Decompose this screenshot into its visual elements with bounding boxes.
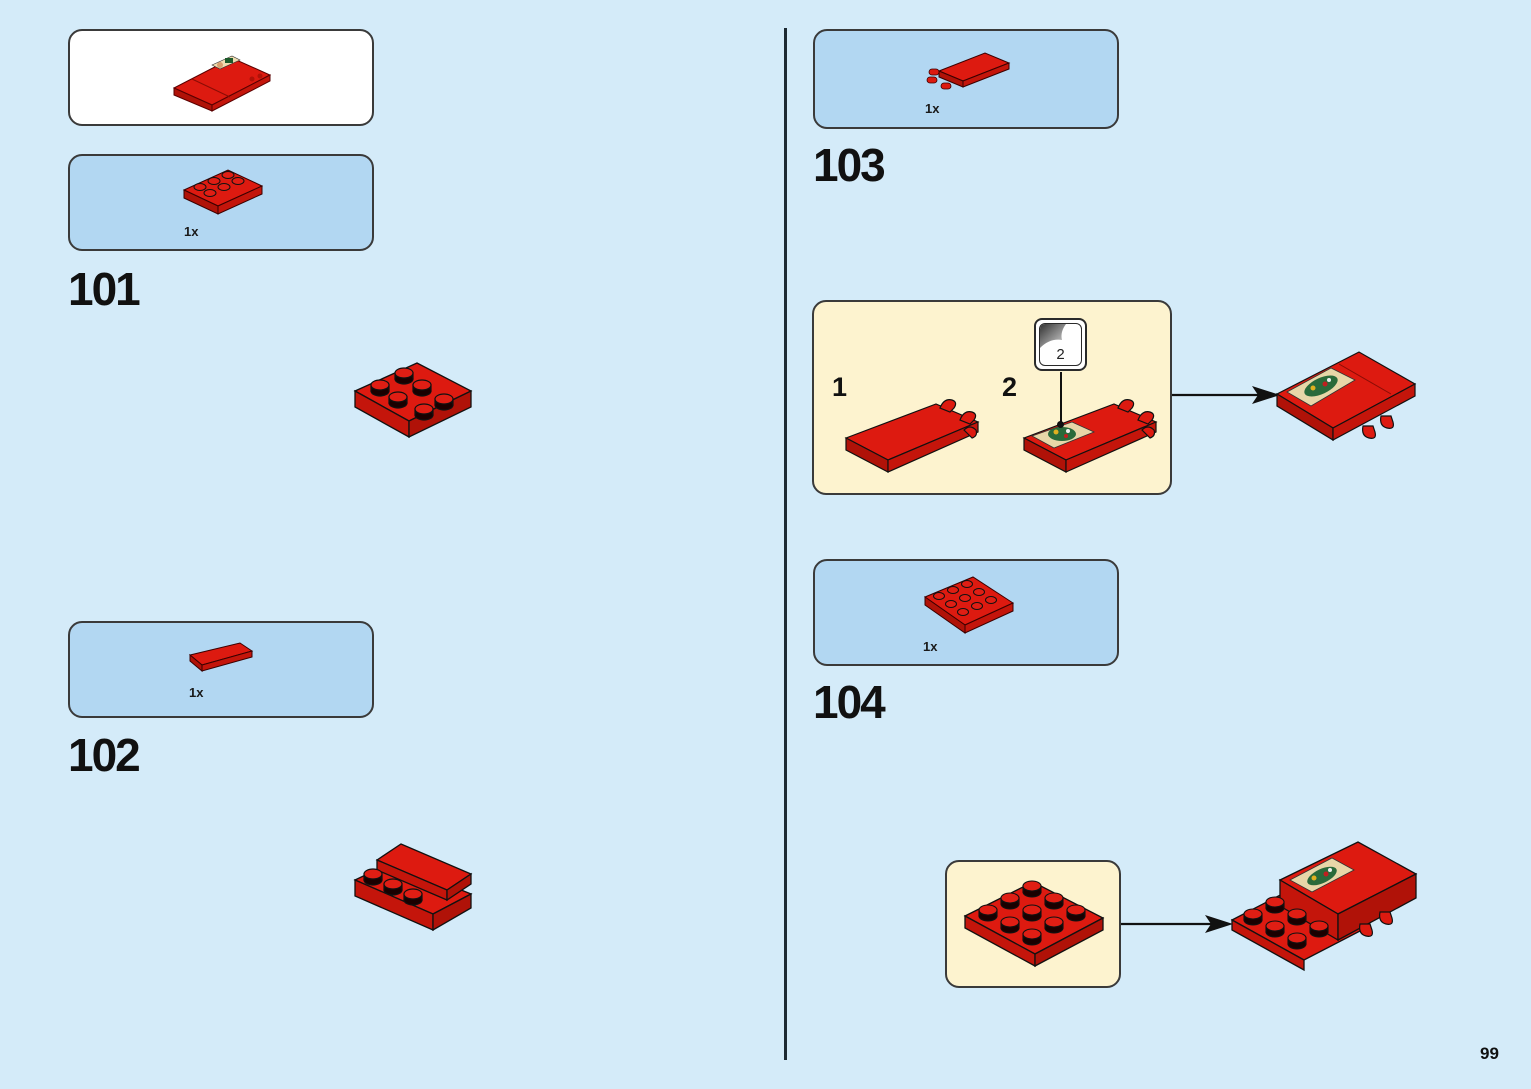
- step-number: 101: [68, 263, 141, 315]
- red-plate-3x3-icon: [923, 576, 1015, 634]
- step-103-parts-box: 1x: [813, 29, 1119, 129]
- red-combined-assembly-icon: [1230, 841, 1418, 972]
- part-quantity: 1x: [925, 101, 940, 116]
- red-plate-2x3-icon: [182, 169, 264, 215]
- red-plate-with-tile-icon: [353, 843, 473, 932]
- red-tile-1x4-icon: [188, 642, 254, 673]
- step-number: 104: [813, 676, 886, 728]
- sticker-callout-line: [1060, 372, 1062, 424]
- step-103-subassembly-box: 1 2: [812, 300, 1172, 495]
- step-104-subassembly-box: [945, 860, 1121, 988]
- step-102-parts-box: 1x: [68, 621, 374, 718]
- step-number: 102: [68, 729, 141, 781]
- step-number: 103: [813, 139, 886, 191]
- substep-number: 1: [832, 372, 848, 402]
- column-divider: [784, 28, 787, 1060]
- sticker-callout-dot: [1057, 421, 1064, 428]
- step-101-parts-box: 1x: [68, 154, 374, 251]
- red-plate-3x3-icon: [963, 880, 1105, 968]
- part-quantity: 1x: [923, 639, 938, 654]
- red-flag-assembly-with-sticker-icon: [172, 55, 272, 112]
- subassembly-preview-box: [68, 29, 374, 126]
- red-tile-with-sticker-icon: [1022, 399, 1158, 473]
- sticker-number: 2: [1056, 346, 1065, 363]
- part-quantity: 1x: [184, 224, 199, 239]
- part-quantity: 1x: [189, 685, 204, 700]
- red-flag-assembly-with-sticker-icon: [1275, 351, 1417, 442]
- red-tile-with-clips-icon: [844, 399, 980, 473]
- sticker-callout: 2: [1034, 318, 1087, 371]
- sticker-icon: 2: [1039, 323, 1082, 366]
- step-104-parts-box: 1x: [813, 559, 1119, 666]
- red-plate-2x3-icon: [353, 362, 473, 439]
- arrow-right-icon: [1121, 915, 1233, 933]
- substep-number: 2: [1002, 372, 1018, 402]
- page-number: 99: [1480, 1044, 1499, 1063]
- arrow-right-icon: [1172, 386, 1280, 404]
- red-tile-2x3-with-clips-icon: [926, 52, 1011, 90]
